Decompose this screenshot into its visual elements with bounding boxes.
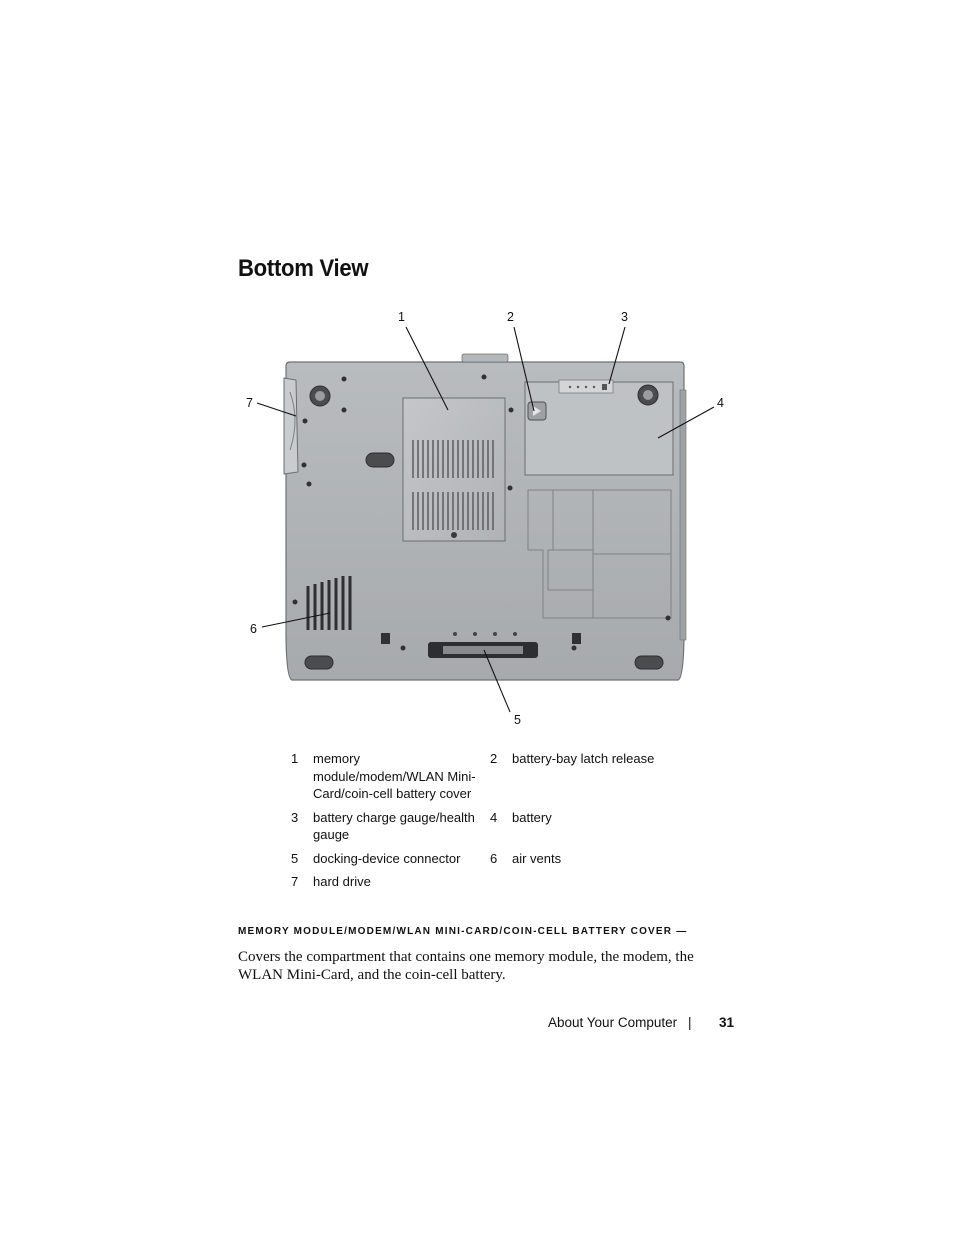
legend-number: 4 — [490, 809, 498, 825]
callout-6: 6 — [250, 622, 257, 636]
page-number: 31 — [719, 1015, 735, 1030]
callout-4: 4 — [717, 396, 724, 410]
legend-text: battery charge gauge/health gauge — [313, 809, 475, 843]
legend-text — [512, 873, 728, 897]
bottom-view-figure: 1 2 3 4 5 6 7 — [238, 300, 738, 730]
callout-1: 1 — [398, 310, 405, 324]
callout-5: 5 — [514, 713, 521, 727]
footer-separator: | — [688, 1015, 692, 1030]
legend-number — [482, 873, 512, 897]
callout-7: 7 — [246, 396, 253, 410]
callout-3: 3 — [621, 310, 628, 324]
legend-text: hard drive — [313, 874, 371, 889]
legend-text: air vents — [512, 850, 562, 866]
legend-number: 5 — [291, 850, 299, 866]
docking-device-connector — [428, 632, 538, 658]
legend-number: 3 — [291, 809, 299, 825]
footer-section-title: About Your Computer — [548, 1015, 678, 1030]
access-panels — [527, 489, 672, 619]
legend-number: 2 — [490, 751, 498, 766]
callout-legend: 1 memory module/modem/WLAN Mini-Card/coi… — [288, 750, 728, 897]
legend-row: 5 docking-device connector 6 air vents — [288, 850, 728, 874]
legend-number: 7 — [291, 874, 299, 889]
legend-row: 1 memory module/modem/WLAN Mini-Card/coi… — [288, 750, 728, 809]
legend-text: battery-bay latch release — [512, 751, 655, 766]
legend-row: 3 battery charge gauge/health gauge 4 ba… — [288, 809, 728, 850]
legend-text: memory module/modem/WLAN Mini-Card/coin-… — [313, 751, 476, 801]
section-subheading: memory module/modem/WLAN Mini-Card/coin-… — [238, 926, 688, 937]
legend-row: 7 hard drive — [288, 873, 728, 897]
air-vents — [306, 576, 352, 630]
legend-text: battery — [512, 809, 552, 825]
callout-leaders — [256, 326, 715, 713]
callout-2: 2 — [507, 310, 514, 324]
laptop-bottom-illustration: 1 2 3 4 5 6 7 — [246, 310, 724, 727]
legend-number: 6 — [490, 850, 498, 866]
legend-number: 1 — [291, 751, 299, 766]
body-paragraph: Covers the compartment that contains one… — [238, 949, 694, 983]
legend-text: docking-device connector — [313, 850, 461, 866]
memory-module-cover — [402, 397, 506, 542]
page-heading: Bottom View — [238, 255, 369, 282]
